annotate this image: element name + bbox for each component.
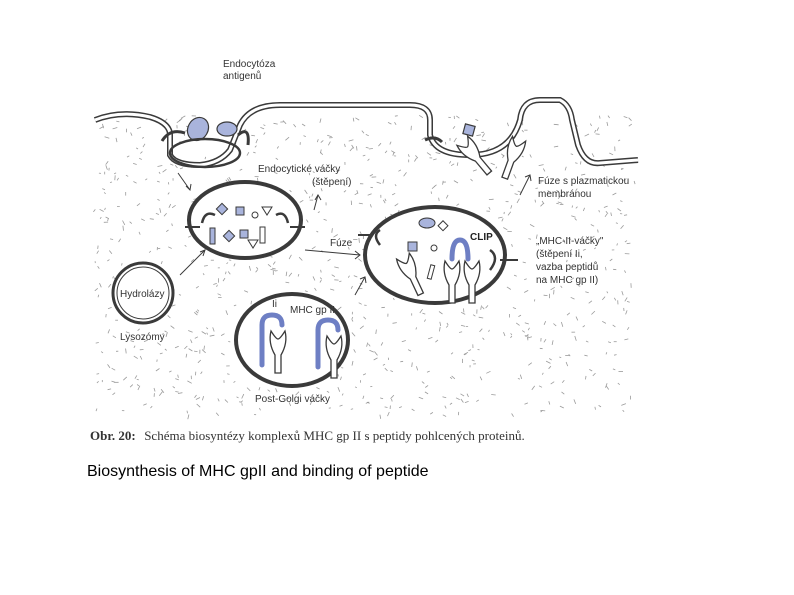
label-post-golgi: Post-Golgi váčky: [255, 394, 330, 405]
label-endocytic-vesicles-1: Endocytické váčky: [258, 164, 340, 175]
label-hydrolases: Hydrolázy: [120, 289, 164, 300]
endocytic-vesicle: [185, 180, 305, 260]
label-fusion: Fúze: [330, 238, 353, 249]
surface-mhc-complexes: [424, 123, 528, 182]
label-clip: CLIP: [470, 232, 493, 243]
label-lysosomes: Lysozómy: [120, 332, 165, 343]
figure-caption-text: Schéma biosyntézy komplexů MHC gp II s p…: [144, 428, 525, 443]
label-ii: Ii: [272, 299, 277, 310]
lysosome: [111, 261, 175, 325]
label-endocytosis-1: Endocytóza: [223, 59, 276, 70]
figure-caption: Obr. 20: Schéma biosyntézy komplexů MHC …: [90, 427, 525, 444]
mhc-ii-vesicle: [358, 205, 518, 305]
label-mhc-vesicles-1: „MHC-II-váčky": [536, 236, 604, 247]
label-fusion-membrane-2: membránou: [538, 189, 591, 200]
label-mhc-gp2: MHC gp II: [290, 305, 335, 316]
label-fusion-membrane-1: Fúze s plazmatickou: [538, 176, 629, 187]
label-endocytic-vesicles-2: (štěpení): [312, 177, 351, 188]
slide-caption: Biosynthesis of MHC gpII and binding of …: [87, 463, 429, 480]
figure-caption-prefix: Obr. 20:: [90, 428, 136, 443]
label-mhc-vesicles-3: vazba peptidů: [536, 261, 598, 273]
pathway-arrows: [177, 172, 532, 296]
post-golgi-vesicle: [234, 292, 350, 388]
label-mhc-vesicles-2: (štěpení Ii,: [536, 249, 583, 260]
label-mhc-vesicles-4: na MHC gp II): [536, 275, 598, 286]
biosynthesis-diagram: Endocytóza antigenů Endocytické váčky (š…: [90, 45, 640, 450]
label-endocytosis-2: antigenů: [223, 70, 261, 82]
endocytosis-pocket: [160, 116, 250, 169]
